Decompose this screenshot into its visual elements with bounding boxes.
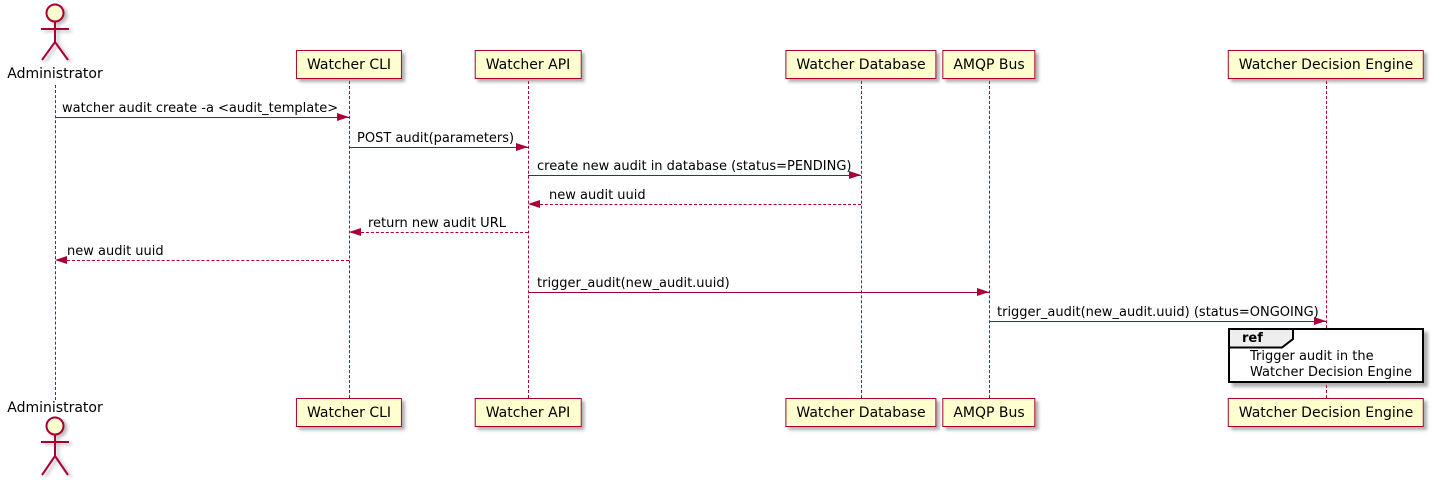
arrowhead-left-icon — [528, 200, 540, 208]
lifeline-administrator — [55, 85, 56, 400]
ref-keyword: ref — [1242, 331, 1263, 346]
lifeline-watcher-database — [861, 81, 862, 398]
message-line-3 — [528, 175, 861, 176]
message-label-7: trigger_audit(new_audit.uuid) — [537, 276, 730, 291]
participant-amqp-bus-bottom: AMQP Bus — [942, 398, 1036, 427]
lifeline-watcher-cli — [349, 81, 350, 398]
participant-watcher-database-top: Watcher Database — [785, 50, 937, 79]
lifeline-watcher-decision-engine — [1326, 81, 1327, 398]
message-label-2: POST audit(parameters) — [357, 131, 515, 146]
message-line-7 — [528, 292, 989, 293]
arrowhead-right-icon — [849, 171, 861, 179]
participant-watcher-api-top: Watcher API — [474, 50, 582, 79]
arrowhead-right-icon — [337, 113, 349, 121]
actor-label-administrator-bottom: Administrator — [7, 400, 103, 416]
message-line-2 — [349, 147, 528, 148]
participant-watcher-decision-engine-bottom: Watcher Decision Engine — [1227, 398, 1425, 427]
participant-watcher-cli-bottom: Watcher CLI — [295, 398, 403, 427]
lifeline-watcher-api — [528, 81, 529, 398]
message-line-5 — [351, 232, 528, 233]
participant-watcher-decision-engine-top: Watcher Decision Engine — [1227, 50, 1425, 79]
participant-watcher-database-bottom: Watcher Database — [785, 398, 937, 427]
message-label-4: new audit uuid — [549, 188, 646, 203]
participant-watcher-api-bottom: Watcher API — [474, 398, 582, 427]
message-line-8 — [989, 321, 1326, 322]
ref-text-line-1: Trigger audit in the — [1250, 349, 1374, 364]
message-line-6 — [57, 260, 349, 261]
ref-text: Trigger audit in the Watcher Decision En… — [1250, 349, 1412, 381]
ref-text-line-2: Watcher Decision Engine — [1250, 365, 1412, 380]
arrowhead-right-icon — [516, 143, 528, 151]
actor-label-administrator-top: Administrator — [7, 66, 103, 82]
ref-fragment: ref Trigger audit in the Watcher Decisio… — [1228, 328, 1424, 383]
participant-watcher-cli-top: Watcher CLI — [295, 50, 403, 79]
arrowhead-left-icon — [55, 256, 67, 264]
actor-stick-figure-icon — [41, 3, 69, 61]
message-label-3: create new audit in database (status=PEN… — [537, 159, 852, 174]
arrowhead-right-icon — [977, 288, 989, 296]
ref-tab-icon — [1228, 328, 1294, 349]
actor-stick-figure-icon — [41, 416, 69, 476]
message-line-4 — [530, 204, 861, 205]
message-label-6: new audit uuid — [67, 244, 164, 259]
message-label-5: return new audit URL — [368, 216, 506, 231]
arrowhead-right-icon — [1314, 317, 1326, 325]
message-label-1: watcher audit create -a <audit_template> — [62, 101, 339, 116]
arrowhead-left-icon — [349, 228, 361, 236]
message-label-8: trigger_audit(new_audit.uuid) (status=ON… — [997, 305, 1319, 320]
lifeline-amqp-bus — [989, 81, 990, 398]
participant-amqp-bus-top: AMQP Bus — [942, 50, 1036, 79]
message-line-1 — [55, 117, 349, 118]
